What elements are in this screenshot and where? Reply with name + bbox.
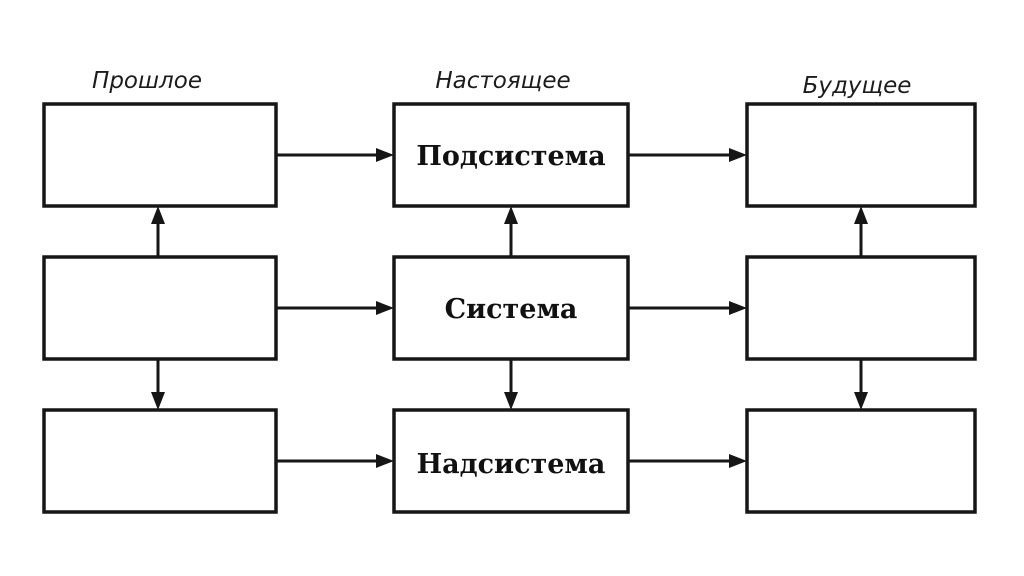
arrow-present-system-up — [504, 206, 518, 257]
arrow-past-to-present-top — [276, 148, 394, 162]
arrow-past-system-up — [151, 206, 165, 257]
arrow-past-system-down — [151, 359, 165, 410]
future-supersystem-box — [745, 408, 977, 514]
arrow-present-to-future-middle — [628, 301, 747, 315]
future-system-box — [745, 255, 977, 361]
arrow-future-system-down — [854, 359, 868, 410]
label-system: Система — [445, 294, 578, 325]
future-subsystem-box — [745, 102, 977, 208]
label-supersystem: Надсистема — [417, 449, 606, 480]
label-subsystem: Подсистема — [416, 141, 605, 172]
arrow-present-to-future-top — [628, 148, 747, 162]
past-supersystem-box — [42, 408, 278, 514]
heading-past: Прошлое — [92, 68, 202, 94]
arrow-present-system-down — [504, 359, 518, 410]
arrow-future-system-up — [854, 206, 868, 257]
arrow-past-to-present-middle — [276, 301, 394, 315]
heading-present: Настоящее — [435, 68, 570, 94]
present-system-box — [392, 255, 630, 361]
past-system-box — [42, 255, 278, 361]
arrow-past-to-present-bottom — [276, 454, 394, 468]
heading-future: Будущее — [803, 73, 912, 99]
arrow-present-to-future-bottom — [628, 454, 747, 468]
past-subsystem-box — [42, 102, 278, 208]
